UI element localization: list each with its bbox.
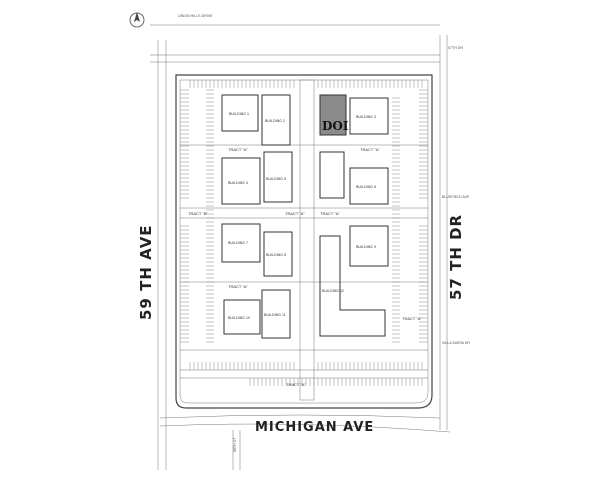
site-boundary <box>175 74 433 409</box>
building <box>349 167 389 205</box>
building-l-shaped <box>319 235 386 337</box>
north-arrow-icon <box>129 12 145 28</box>
north-street-label: UNION HILLS DRIVE <box>178 14 213 18</box>
tract-label: TRACT "A" <box>228 284 248 289</box>
building <box>319 151 345 199</box>
building-label: BUILDING 8 <box>266 253 286 257</box>
villa-maria-label: VILLA MARIA DR <box>442 341 470 345</box>
building-label: BUILDING 10 <box>228 316 250 320</box>
building-label: BUILDING 5 <box>266 177 286 181</box>
ne-street-label: 57TH DR <box>448 46 463 50</box>
building <box>349 97 389 135</box>
buildings-group: BUILDING 1 BUILDING 2 DOI BUILDING 3 BUI… <box>221 94 389 339</box>
building <box>221 223 261 263</box>
bluefield-label: BLUEFIELD AVE <box>442 195 470 199</box>
building <box>261 94 291 146</box>
building-label: BUILDING 7 <box>228 241 248 245</box>
building-label: BUILDING 4 <box>228 181 248 185</box>
building <box>221 94 259 132</box>
tract-label: TRACT "A" <box>285 211 305 216</box>
building <box>223 299 261 335</box>
building-label: BUILDING 1 <box>229 112 249 116</box>
parking-stalls <box>180 80 428 386</box>
building-label: BUILDING 2 <box>265 119 285 123</box>
tract-label: TRACT "A" <box>228 147 248 152</box>
highlighted-building <box>319 94 347 136</box>
building <box>261 289 291 339</box>
highlight-label: DOI <box>322 119 349 133</box>
building <box>221 157 261 205</box>
east-street-label: 57 TH DR <box>447 214 465 300</box>
tract-label: TRACT "A" <box>360 147 380 152</box>
building-label: BUILDING 3 <box>356 115 376 119</box>
south-small-street-label: 58TH ST <box>233 437 237 452</box>
building-label: BUILDING 12 <box>322 289 344 293</box>
building <box>263 231 293 277</box>
tract-label: TRACT "A" <box>402 316 422 321</box>
building-label: BUILDING 11 <box>264 313 286 317</box>
building-label: BUILDING 9 <box>356 245 376 249</box>
west-street-label: 59 TH AVE <box>137 224 155 320</box>
building-label: BUILDING 6 <box>356 185 376 189</box>
tract-label: TRACT "A" <box>320 211 340 216</box>
building <box>349 225 389 267</box>
tract-label: TRACT "B" <box>188 211 208 216</box>
south-street-label: MICHIGAN AVE <box>255 420 374 435</box>
building <box>263 151 293 203</box>
tract-label: TRACT "A" <box>286 382 306 387</box>
